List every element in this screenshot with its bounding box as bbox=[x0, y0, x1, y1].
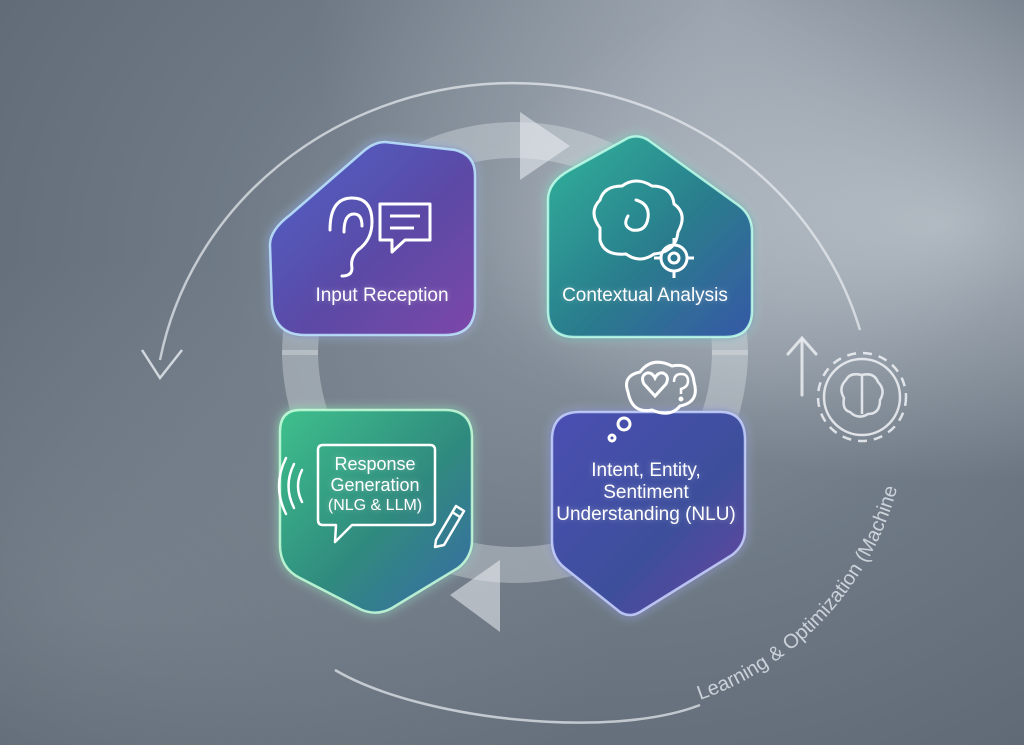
sound-waves-icon bbox=[277, 456, 304, 516]
card-intent-understanding bbox=[550, 410, 747, 617]
brain-gear-icon bbox=[816, 351, 908, 443]
question-mark-icon bbox=[672, 372, 690, 402]
thought-bubble-icon bbox=[607, 360, 697, 443]
response-generation-subtitle: (NLG & LLM) bbox=[327, 497, 423, 515]
pencil-icon bbox=[433, 504, 466, 549]
speech-bubble-icon bbox=[316, 443, 437, 544]
inner-arrow-bottom bbox=[450, 560, 500, 632]
up-arrow-icon bbox=[786, 335, 818, 397]
outer-loop-arrowhead bbox=[140, 349, 183, 381]
outer-loop bbox=[140, 81, 862, 724]
chat-bubble-icon bbox=[378, 202, 432, 254]
input-reception-label: Input Reception bbox=[315, 285, 449, 306]
ear-icon bbox=[328, 196, 374, 278]
heart-icon bbox=[641, 371, 669, 399]
contextual-analysis-label: Contextual Analysis bbox=[562, 285, 728, 306]
intent-understanding-label: Intent, Entity, Sentiment Understanding … bbox=[556, 460, 736, 525]
brain-icon bbox=[592, 179, 684, 261]
card-contextual-analysis bbox=[546, 135, 754, 339]
card-response-generation bbox=[278, 408, 474, 614]
response-generation-title: Response Generation bbox=[330, 454, 420, 495]
gear-icon bbox=[654, 238, 694, 278]
inner-arrow-top bbox=[520, 112, 570, 180]
response-generation-label: Response Generation (NLG & LLM) bbox=[312, 454, 438, 516]
card-input-reception bbox=[268, 140, 477, 337]
